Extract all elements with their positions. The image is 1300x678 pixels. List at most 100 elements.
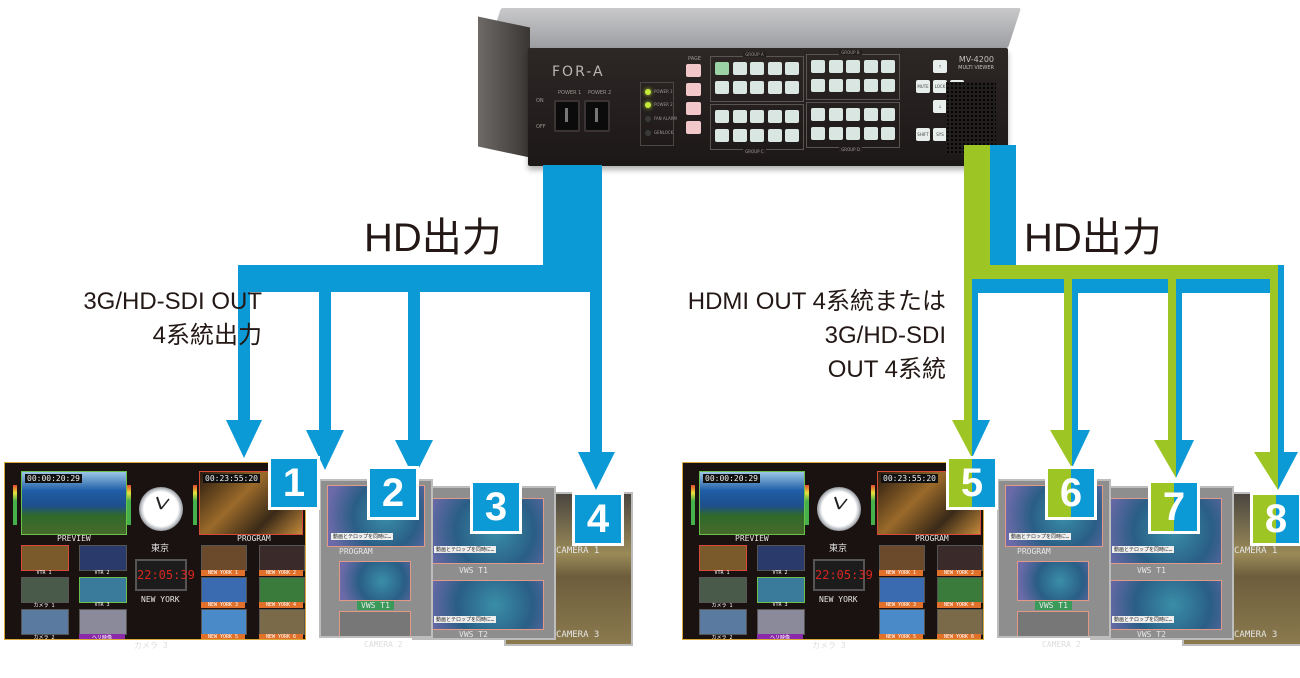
sys-button[interactable]: SYS [933,128,947,141]
left-output-description: 3G/HD-SDI OUT 4系統出力 [0,285,262,353]
source-button[interactable] [828,60,843,73]
group-d-label: GROUP D [839,147,862,152]
preview-tile: 00:00:20:29 [699,471,805,535]
source-button[interactable] [767,81,782,94]
indicator-panel: POWER 1 POWER 2 FAN ALARM GENLOCK [640,82,677,146]
source-button[interactable] [732,110,747,123]
source-button[interactable] [785,110,799,123]
source-button[interactable] [828,79,843,92]
source-button[interactable] [881,60,895,73]
group-a: GROUP A [710,52,804,102]
telop-t1: 動画とテロップを同時に… [1112,546,1175,553]
vws-t2-tile [339,611,411,636]
group-b: GROUP B [806,50,900,100]
source-button[interactable] [846,108,860,121]
source-button[interactable] [863,108,878,121]
source-button[interactable] [828,108,843,121]
source-button[interactable] [846,127,860,140]
arrow-6-head-green [1050,430,1072,468]
source-button[interactable] [811,60,825,73]
source-button[interactable] [881,127,895,140]
up-button[interactable]: ↑ [933,60,947,73]
page-button-4[interactable] [686,121,701,134]
source-button[interactable] [750,129,764,142]
source-button[interactable] [881,108,895,121]
left-hd-output-title: HD出力 [364,216,502,260]
arrow-4-head [578,452,615,490]
source-button[interactable] [715,81,729,94]
source-button[interactable] [732,129,747,142]
source-button[interactable] [785,62,799,75]
source-button[interactable] [732,81,747,94]
source-button[interactable] [811,127,825,140]
camera-tile-label: NEW YORK 5 [201,634,245,639]
left-sdi-arrows [226,165,615,490]
source-button[interactable] [732,62,747,75]
camera-3-peek-label: カメラ 3 [812,641,846,650]
telop-program: 動画とテロップを同時に… [331,533,394,540]
source-button[interactable] [750,62,764,75]
monitor-1-multiview: 00:00:20:29 PREVIEW 東京 22:05:39 NEW YORK… [4,462,306,640]
source-button[interactable] [785,81,799,94]
source-tile-label: カメラ 2 [711,635,733,640]
vws-t2-tile [1017,611,1089,636]
shift-button[interactable]: SHIFT [916,128,930,141]
camera-tile-label: NEW YORK 5 [879,634,923,639]
preview-label: PREVIEW [735,534,769,543]
source-tile-label: VTR 1 [36,570,52,576]
camera-tile-label: NEW YORK 2 [259,570,303,576]
vws-t1-label: VWS T1 [1035,601,1072,610]
right-bus-blue [970,279,1270,293]
camera-tile-label: NEW YORK 4 [259,602,303,608]
arrow-5-shaft-blue [972,290,978,430]
telop-t2: 動画とテロップを同時に… [1112,616,1175,623]
source-tile-label: VTR 3 [772,602,788,608]
page-button-3[interactable] [686,102,701,115]
mute-button[interactable]: MUTE [916,80,930,93]
page-label: PAGE [688,56,702,62]
source-tile [79,577,127,603]
model-label: MV-4200 MULTI VIEWER [958,56,994,72]
source-tile [757,609,805,635]
power-switch-1[interactable] [554,100,580,132]
source-button[interactable] [785,129,799,142]
source-tile-label: ヘリ映像 [79,634,125,639]
vws-t1-label: VWS T1 [1137,566,1166,575]
audio-meter [193,485,197,525]
right-output-description: HDMI OUT 4系統または 3G/HD-SDI OUT 4系統 [590,285,946,387]
brand-logo: FOR-A [552,64,605,80]
source-button[interactable] [715,110,729,123]
vws-t2-label: VWS T2 [459,630,488,639]
source-button[interactable] [863,127,878,140]
source-button[interactable] [846,79,860,92]
power-switch-2[interactable] [584,100,610,132]
source-button[interactable] [811,108,825,121]
source-button[interactable] [881,79,895,92]
source-button[interactable] [811,79,825,92]
lock-button[interactable]: LOCK [933,80,947,93]
power2-label: POWER 2 [588,90,612,96]
source-button[interactable] [863,79,878,92]
source-button[interactable] [846,60,860,73]
monitor-1-multiview: 00:00:20:29 PREVIEW 東京 22:05:39 NEW YORK… [682,462,984,640]
page-button-2[interactable] [686,83,701,96]
down-button[interactable]: ↓ [933,100,947,113]
source-button[interactable] [715,62,729,75]
audio-meter [13,485,17,525]
source-button[interactable] [863,60,878,73]
page-button-1[interactable] [686,64,701,77]
source-button[interactable] [767,110,782,123]
source-tile [699,577,747,603]
source-button[interactable] [767,129,782,142]
genlock-label: GENLOCK [654,130,674,135]
source-button[interactable] [750,81,764,94]
source-button[interactable] [828,127,843,140]
camera-tile [259,545,305,571]
source-tile [79,545,127,571]
source-button[interactable] [767,62,782,75]
right-trunk-green [964,145,991,265]
arrow-8-head-green [1254,452,1278,490]
source-button[interactable] [715,129,729,142]
source-button[interactable] [750,110,764,123]
